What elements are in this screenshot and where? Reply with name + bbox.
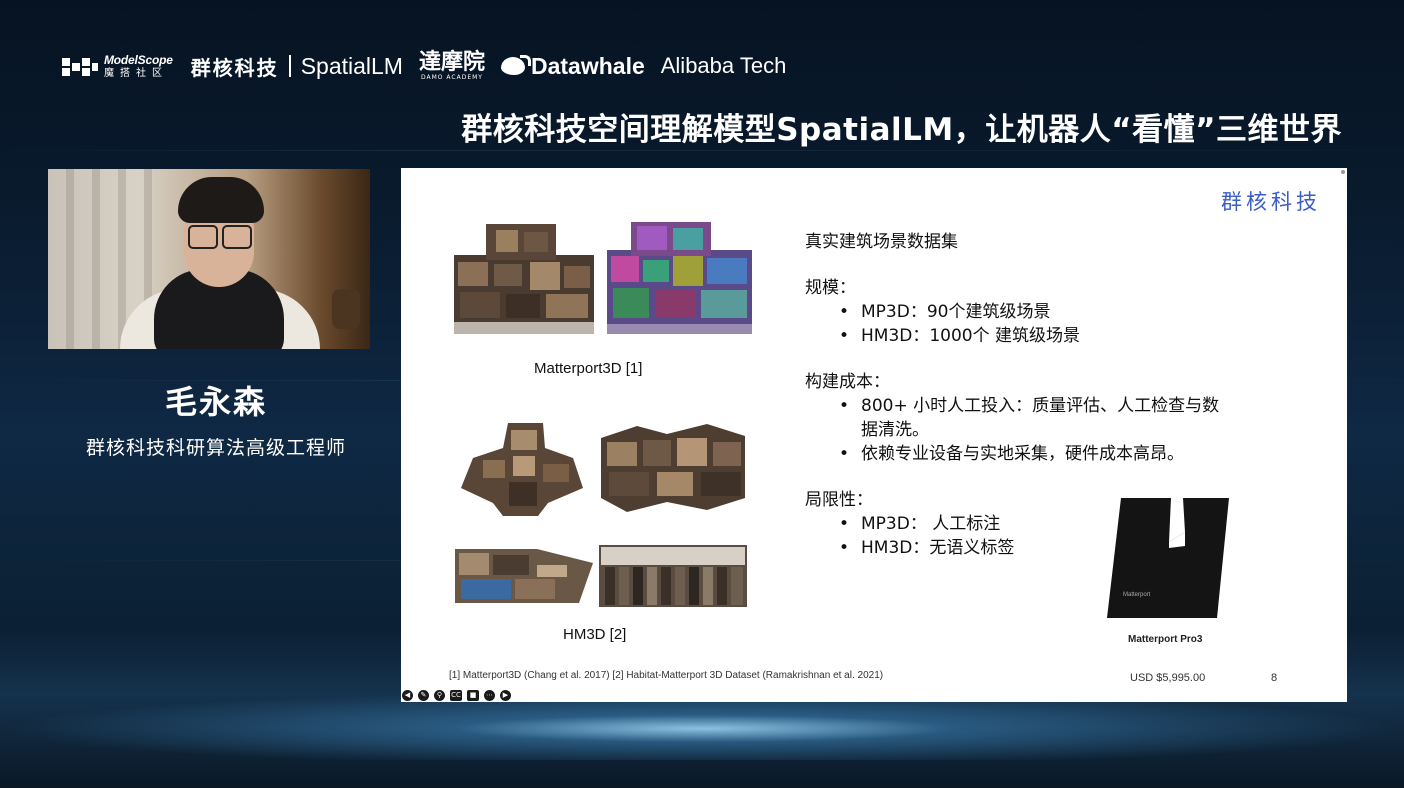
slide-heading: 真实建筑场景数据集	[805, 232, 958, 252]
curtain-fold	[92, 169, 100, 349]
more-icon[interactable]: ⋯	[484, 689, 495, 701]
limit-list: MP3D： 人工标注 HM3D：无语义标签	[805, 512, 1231, 560]
device-price: USD $5,995.00	[1130, 672, 1206, 684]
mp3d-scan-image	[454, 224, 594, 334]
hm3d-scan-image-3	[455, 549, 593, 603]
presentation-slide: 群核科技 Matterport3D [1]	[401, 168, 1347, 702]
damo-name-zh: 達摩院	[418, 49, 485, 75]
curtain-fold	[118, 169, 126, 349]
mp3d-caption: Matterport3D [1]	[534, 360, 643, 377]
speaker-glasses	[188, 225, 252, 249]
damo-name-en: DAMO ACADEMY	[420, 74, 483, 81]
curtain-fold	[144, 169, 152, 349]
slide-text: 真实建筑场景数据集 规模： MP3D：90个建筑级场景 HM3D：1000个 建…	[805, 230, 1231, 560]
camera-icon[interactable]: ■	[467, 689, 479, 701]
scale-label: 规模：	[805, 278, 856, 298]
modelscope-mark-icon	[62, 54, 98, 78]
speaker-hair	[178, 177, 264, 223]
hm3d-caption: HM3D [2]	[563, 626, 627, 643]
matterport-device-image: Matterport	[1107, 498, 1229, 618]
curtain-fold	[66, 169, 74, 349]
back-icon[interactable]: ◀	[402, 689, 413, 701]
forward-icon[interactable]: ▶	[500, 689, 511, 701]
datawhale-logo: Datawhale	[500, 52, 645, 80]
device-brand-label: Matterport	[1123, 592, 1151, 598]
list-item: HM3D：1000个 建筑级场景	[839, 324, 1231, 348]
logo-divider	[288, 55, 291, 77]
modelscope-logo: ModelScope 魔搭社区	[62, 54, 173, 79]
slide-page-number: 8	[1271, 672, 1278, 684]
speaker-role: 群核科技科研算法高级工程师	[85, 437, 346, 459]
cost-label: 构建成本：	[805, 372, 890, 392]
list-item: MP3D： 人工标注	[839, 512, 1231, 536]
device-caption: Matterport Pro3	[1128, 634, 1203, 645]
spatiallm-logo: SpatialLM	[300, 52, 403, 79]
slide-brand: 群核科技	[1221, 190, 1321, 214]
alibaba-tech-logo: Alibaba Tech	[660, 53, 787, 78]
list-item: 800+ 小时人工投入：质量评估、人工检查与数据清洗。	[839, 394, 1231, 442]
lamp	[332, 289, 360, 329]
limit-label: 局限性：	[805, 490, 873, 510]
cost-list: 800+ 小时人工投入：质量评估、人工检查与数据清洗。 依赖专业设备与实地采集，…	[805, 394, 1231, 466]
damo-logo: 達摩院 DAMO ACADEMY	[419, 51, 485, 81]
speaker-name: 毛永森	[164, 383, 267, 421]
list-item: MP3D：90个建筑级场景	[839, 300, 1231, 324]
pen-icon[interactable]: ✎	[418, 689, 429, 701]
modelscope-name: ModelScope	[104, 52, 173, 67]
datawhale-name: Datawhale	[530, 52, 645, 79]
mp3d-semantic-image	[607, 222, 752, 334]
zoom-icon[interactable]: ⚲	[434, 689, 445, 701]
whale-icon	[500, 55, 531, 75]
hm3d-scan-image-4	[599, 545, 747, 607]
modelscope-name-zh: 魔搭社区	[104, 67, 168, 79]
list-item: 依赖专业设备与实地采集，硬件成本高昂。	[839, 442, 1231, 466]
captions-icon[interactable]: CC	[450, 689, 462, 701]
hm3d-scan-image-1	[461, 423, 583, 516]
presenter-toolbar: ◀ ✎ ⚲ CC ■ ⋯ ▶	[401, 688, 511, 702]
speaker-video[interactable]	[48, 169, 370, 349]
page-title: 群核科技空间理解模型SpatialLM，让机器人“看懂”三维世界	[461, 112, 1342, 148]
bg-streak	[0, 150, 1404, 151]
slide-footnote: [1] Matterport3D (Chang et al. 2017) [2]…	[449, 670, 884, 681]
scale-list: MP3D：90个建筑级场景 HM3D：1000个 建筑级场景	[805, 300, 1231, 348]
sponsor-logos: ModelScope 魔搭社区 群核科技 SpatialLM 達摩院 DAMO …	[62, 48, 786, 84]
list-item: HM3D：无语义标签	[839, 536, 1231, 560]
corner-dot-icon	[1341, 170, 1345, 174]
hm3d-scan-image-2	[601, 424, 745, 512]
qunhe-logo: 群核科技	[190, 55, 279, 80]
